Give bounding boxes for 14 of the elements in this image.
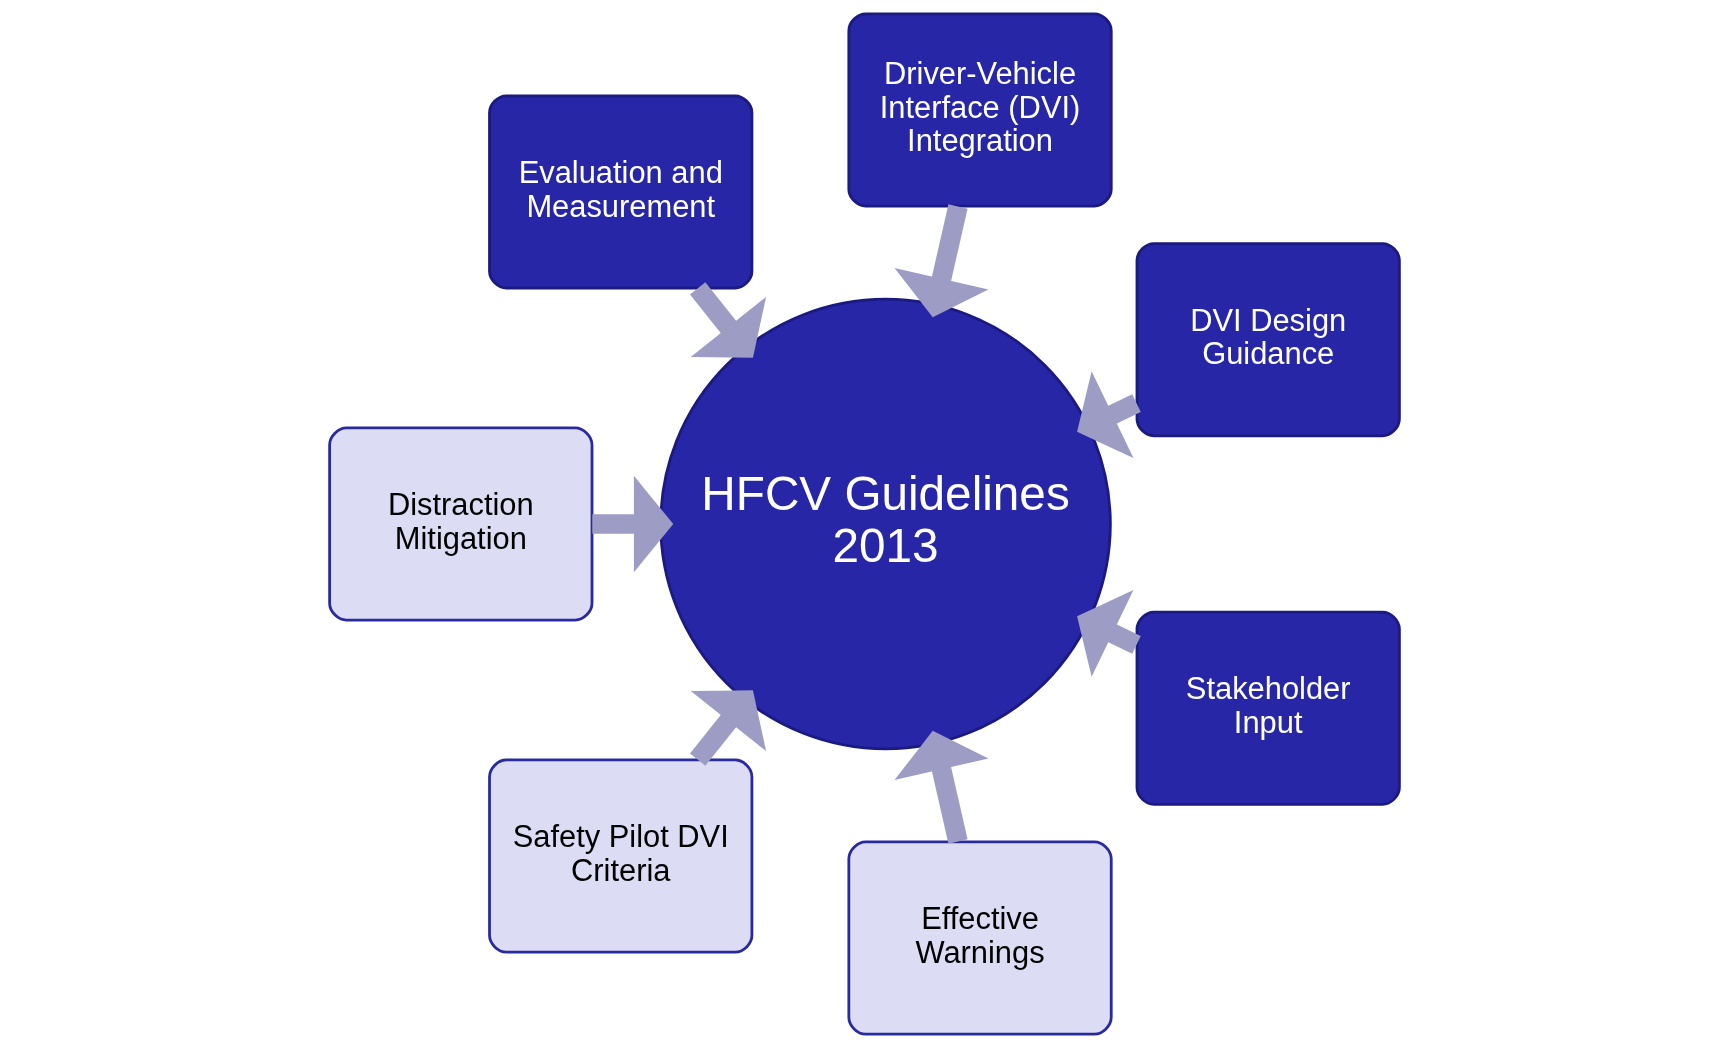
node-box: Driver-Vehicle Interface (DVI) Integration [847, 12, 1113, 208]
node-box: DVI Design Guidance [1135, 242, 1401, 438]
arrow [894, 730, 989, 844]
node-box: Distraction Mitigation [328, 426, 594, 622]
arrow [1077, 371, 1141, 459]
node-box: Stakeholder Input [1135, 610, 1401, 806]
arrow [1077, 589, 1141, 677]
arrow [690, 282, 767, 358]
arrow [690, 690, 767, 766]
arrow [592, 475, 674, 573]
node-box: Evaluation and Measurement [488, 94, 754, 290]
node-box: Safety Pilot DVI Criteria [488, 758, 754, 954]
arrow [894, 204, 989, 318]
node-box: Effective Warnings [847, 840, 1113, 1036]
